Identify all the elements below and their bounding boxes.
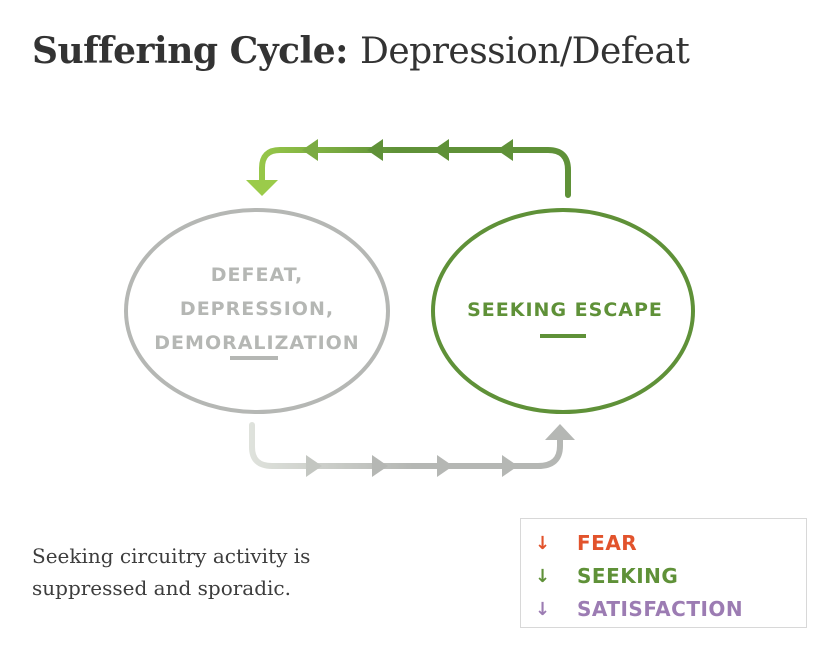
legend-row-satisfaction: ↓ SATISFACTION <box>535 597 743 621</box>
bottom-chevron-icon <box>437 455 453 477</box>
legend-row-seeking: ↓ SEEKING <box>535 564 678 588</box>
legend-label-satisfaction: SATISFACTION <box>577 597 744 621</box>
down-arrow-icon: ↓ <box>535 565 551 587</box>
top-chevron-icon <box>367 139 383 161</box>
bottom-chevron-icon <box>372 455 388 477</box>
top-chevron-icon <box>302 139 318 161</box>
seeking-escape-node-ellipse <box>431 208 695 414</box>
bottom-connector-line <box>249 422 563 469</box>
legend-box: ↓ FEAR ↓ SEEKING ↓ SATISFACTION <box>520 518 807 628</box>
top-chevron-icon <box>433 139 449 161</box>
bottom-connector <box>249 422 575 477</box>
top-connector <box>246 139 571 198</box>
down-arrow-icon: ↓ <box>535 532 551 554</box>
defeat-label-line-2: DEPRESSION, <box>179 298 335 320</box>
down-arrow-icon: ↓ <box>535 598 551 620</box>
bottom-chevron-icon <box>306 455 322 477</box>
defeat-node-label: DEFEAT, DEPRESSION, DEMORALIZATION <box>142 258 372 360</box>
defeat-label-line-3: DEMORALIZATION <box>154 332 360 354</box>
title-bold: Suffering Cycle: <box>32 30 348 72</box>
bottom-arrowhead-icon <box>545 424 575 440</box>
seeking-escape-node-label: SEEKING ESCAPE <box>467 299 663 321</box>
title-light: Depression/Defeat <box>359 31 690 72</box>
legend-row-fear: ↓ FEAR <box>535 531 637 555</box>
bottom-chevron-icon <box>502 455 518 477</box>
top-chevron-icon <box>497 139 513 161</box>
defeat-node-ellipse <box>124 208 390 414</box>
legend-label-seeking: SEEKING <box>577 564 679 588</box>
top-connector-line <box>259 147 571 198</box>
caption-text: Seeking circuitry activity is suppressed… <box>32 544 311 600</box>
legend-label-fear: FEAR <box>577 531 638 555</box>
defeat-label-line-1: DEFEAT, <box>210 264 304 286</box>
page-title: Suffering Cycle: Depression/Defeat <box>32 30 690 72</box>
top-arrowhead-icon <box>246 180 278 196</box>
